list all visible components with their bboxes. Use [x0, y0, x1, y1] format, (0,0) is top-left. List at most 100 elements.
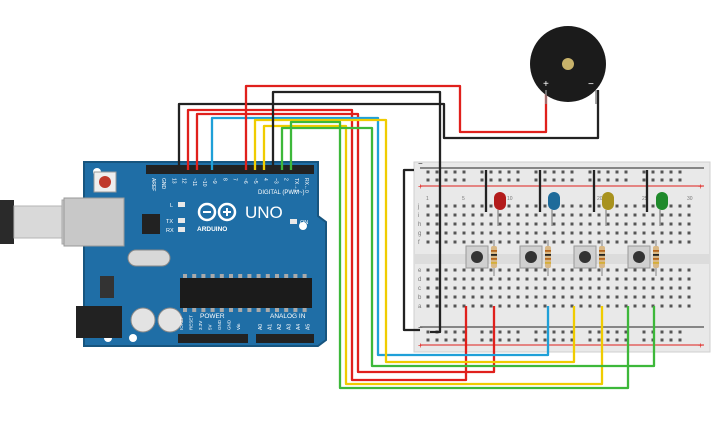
- breadboard-hole[interactable]: [480, 240, 484, 244]
- breadboard-hole[interactable]: [534, 222, 538, 226]
- breadboard-hole[interactable]: [489, 286, 493, 290]
- breadboard-hole[interactable]: [480, 222, 484, 226]
- breadboard-hole[interactable]: [543, 268, 547, 272]
- rail-hole[interactable]: [597, 330, 601, 334]
- wire-yellow-pin6[interactable]: [253, 118, 576, 364]
- breadboard-hole[interactable]: [669, 231, 673, 235]
- rail-hole[interactable]: [462, 170, 466, 174]
- rail-hole[interactable]: [642, 338, 646, 342]
- wire-black-gnd-rail[interactable]: [402, 168, 420, 332]
- rail-hole[interactable]: [561, 178, 565, 182]
- breadboard-hole[interactable]: [615, 240, 619, 244]
- breadboard-hole[interactable]: [678, 295, 682, 299]
- breadboard-hole[interactable]: [534, 213, 538, 217]
- breadboard-hole[interactable]: [453, 286, 457, 290]
- breadboard-hole[interactable]: [624, 295, 628, 299]
- breadboard-hole[interactable]: [471, 213, 475, 217]
- breadboard-hole[interactable]: [561, 277, 565, 281]
- rail-hole[interactable]: [435, 338, 439, 342]
- breadboard-hole[interactable]: [687, 277, 691, 281]
- breadboard-hole[interactable]: [462, 268, 466, 272]
- breadboard-hole[interactable]: [570, 231, 574, 235]
- breadboard-hole[interactable]: [606, 268, 610, 272]
- breadboard-hole[interactable]: [525, 268, 529, 272]
- breadboard-hole[interactable]: [525, 304, 529, 308]
- breadboard-hole[interactable]: [444, 304, 448, 308]
- breadboard-hole[interactable]: [678, 268, 682, 272]
- breadboard-hole[interactable]: [597, 240, 601, 244]
- breadboard-hole[interactable]: [579, 213, 583, 217]
- breadboard-hole[interactable]: [525, 295, 529, 299]
- rail-hole[interactable]: [480, 338, 484, 342]
- breadboard-hole[interactable]: [588, 240, 592, 244]
- breadboard-hole[interactable]: [579, 304, 583, 308]
- rail-hole[interactable]: [498, 178, 502, 182]
- rail-hole[interactable]: [597, 338, 601, 342]
- rail-hole[interactable]: [660, 330, 664, 334]
- wire-black-gnd[interactable]: [177, 90, 600, 170]
- breadboard-hole[interactable]: [579, 277, 583, 281]
- breadboard-hole[interactable]: [507, 286, 511, 290]
- rail-hole[interactable]: [534, 330, 538, 334]
- breadboard-hole[interactable]: [624, 277, 628, 281]
- led-red[interactable]: [494, 192, 506, 226]
- rail-hole[interactable]: [642, 178, 646, 182]
- rail-hole[interactable]: [624, 338, 628, 342]
- rail-hole[interactable]: [606, 178, 610, 182]
- rail-hole[interactable]: [516, 330, 520, 334]
- breadboard-hole[interactable]: [480, 286, 484, 290]
- rail-hole[interactable]: [426, 178, 430, 182]
- breadboard-hole[interactable]: [597, 268, 601, 272]
- breadboard-hole[interactable]: [444, 231, 448, 235]
- pushbutton[interactable]: [627, 245, 651, 269]
- breadboard-hole[interactable]: [660, 231, 664, 235]
- breadboard-hole[interactable]: [471, 304, 475, 308]
- breadboard-hole[interactable]: [669, 222, 673, 226]
- wire-yellow-pin5[interactable]: [262, 124, 604, 386]
- rail-hole[interactable]: [651, 170, 655, 174]
- breadboard-hole[interactable]: [498, 268, 502, 272]
- breadboard-hole[interactable]: [444, 240, 448, 244]
- breadboard-hole[interactable]: [435, 213, 439, 217]
- breadboard-hole[interactable]: [525, 222, 529, 226]
- breadboard-hole[interactable]: [606, 304, 610, 308]
- breadboard-hole[interactable]: [642, 295, 646, 299]
- breadboard-hole[interactable]: [453, 213, 457, 217]
- rail-hole[interactable]: [678, 170, 682, 174]
- breadboard-hole[interactable]: [597, 213, 601, 217]
- rail-hole[interactable]: [669, 330, 673, 334]
- rail-hole[interactable]: [543, 338, 547, 342]
- breadboard-hole[interactable]: [516, 222, 520, 226]
- breadboard-hole[interactable]: [471, 277, 475, 281]
- breadboard-hole[interactable]: [480, 277, 484, 281]
- rail-hole[interactable]: [516, 338, 520, 342]
- breadboard-hole[interactable]: [597, 304, 601, 308]
- breadboard-hole[interactable]: [444, 222, 448, 226]
- breadboard-hole[interactable]: [588, 286, 592, 290]
- breadboard-hole[interactable]: [570, 286, 574, 290]
- rail-hole[interactable]: [570, 178, 574, 182]
- breadboard-hole[interactable]: [453, 304, 457, 308]
- breadboard-hole[interactable]: [471, 286, 475, 290]
- breadboard-hole[interactable]: [687, 213, 691, 217]
- rail-hole[interactable]: [498, 338, 502, 342]
- breadboard-hole[interactable]: [642, 240, 646, 244]
- breadboard-hole[interactable]: [552, 268, 556, 272]
- breadboard-hole[interactable]: [579, 240, 583, 244]
- rail-hole[interactable]: [624, 170, 628, 174]
- breadboard-hole[interactable]: [660, 295, 664, 299]
- breadboard-hole[interactable]: [687, 204, 691, 208]
- breadboard-hole[interactable]: [552, 231, 556, 235]
- breadboard-hole[interactable]: [651, 286, 655, 290]
- rail-hole[interactable]: [543, 170, 547, 174]
- breadboard-hole[interactable]: [633, 277, 637, 281]
- breadboard-hole[interactable]: [426, 222, 430, 226]
- breadboard-hole[interactable]: [633, 213, 637, 217]
- rail-hole[interactable]: [453, 170, 457, 174]
- breadboard-hole[interactable]: [588, 204, 592, 208]
- breadboard-hole[interactable]: [588, 231, 592, 235]
- rail-hole[interactable]: [678, 330, 682, 334]
- breadboard-hole[interactable]: [543, 222, 547, 226]
- breadboard-hole[interactable]: [543, 213, 547, 217]
